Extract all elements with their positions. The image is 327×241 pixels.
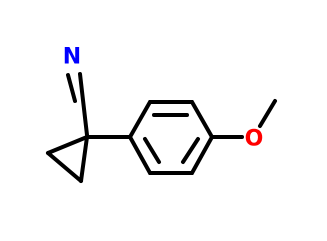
benzene-inner-double-bond-right <box>181 137 200 164</box>
nitrile-bond-line-1 <box>78 72 89 137</box>
cyclopropane-bond-top <box>46 135 89 155</box>
benzene-ring-outline <box>127 100 215 175</box>
benzene-inner-double-bond-left <box>143 137 161 164</box>
oxygen-atom-label: O <box>245 127 264 152</box>
cyclopropane-bond-left <box>46 151 83 183</box>
cyclopropane-bond-right <box>79 135 89 183</box>
nitrile-bond-line-2 <box>66 73 77 103</box>
oxygen-to-methyl-bond <box>258 99 277 128</box>
benzene-ring <box>127 100 215 175</box>
cyclopropane-ring <box>46 135 89 183</box>
nitrogen-atom-label: N <box>63 45 81 70</box>
nitrile-triple-bond <box>66 72 89 137</box>
